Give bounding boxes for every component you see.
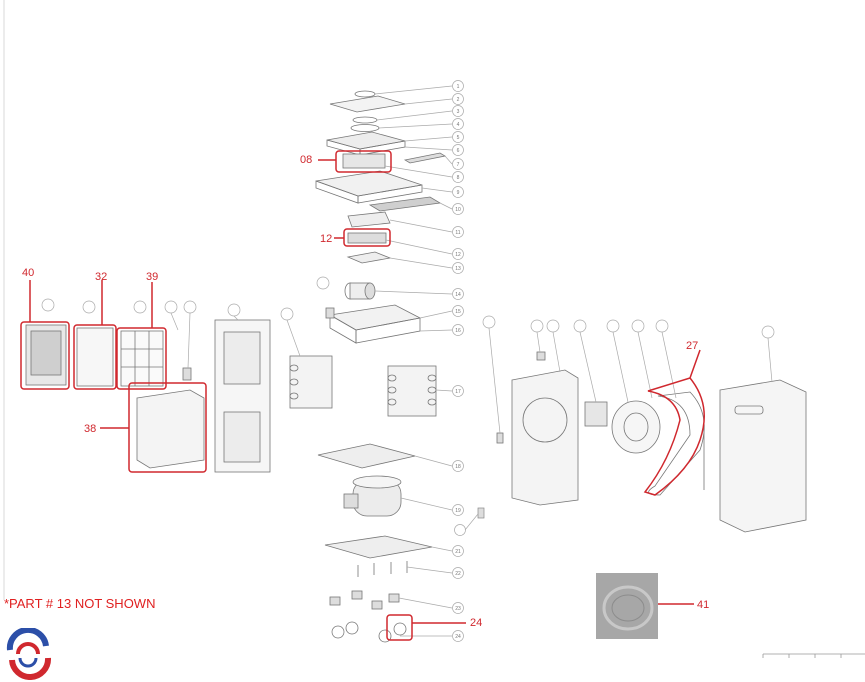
svg-text:13: 13 <box>455 266 461 272</box>
highlight-labels: 08 12 40 32 39 38 27 24 41 <box>22 154 709 629</box>
svg-text:12: 12 <box>320 233 332 245</box>
svg-text:22: 22 <box>455 571 461 577</box>
scale-marks <box>762 653 865 658</box>
right-group <box>496 351 807 533</box>
svg-text:4: 4 <box>457 122 460 128</box>
svg-text:6: 6 <box>457 148 460 154</box>
svg-text:24: 24 <box>470 617 482 629</box>
svg-text:11: 11 <box>455 230 460 236</box>
footnote-text: *PART # 13 NOT SHOWN <box>4 596 156 611</box>
svg-text:3: 3 <box>457 109 460 115</box>
svg-text:5: 5 <box>457 135 460 141</box>
svg-text:7: 7 <box>457 162 460 168</box>
left-group <box>25 319 333 473</box>
svg-text:23: 23 <box>455 606 461 612</box>
svg-text:15: 15 <box>455 309 461 315</box>
svg-text:12: 12 <box>455 252 461 258</box>
center-stack <box>315 90 447 643</box>
svg-text:9: 9 <box>457 190 460 196</box>
svg-text:27: 27 <box>686 340 698 352</box>
left-circles <box>41 298 301 369</box>
svg-text:32: 32 <box>95 271 107 283</box>
part-41-photo <box>596 573 658 639</box>
right-circles <box>482 315 775 434</box>
svg-text:10: 10 <box>455 207 461 213</box>
svg-text:38: 38 <box>84 423 96 435</box>
svg-text:08: 08 <box>300 154 312 166</box>
svg-text:2: 2 <box>457 97 460 103</box>
svg-text:40: 40 <box>22 267 34 279</box>
svg-text:39: 39 <box>146 271 158 283</box>
brand-logo <box>4 628 52 680</box>
svg-text:1: 1 <box>457 84 460 90</box>
svg-text:19: 19 <box>455 508 461 514</box>
svg-text:21: 21 <box>455 549 461 555</box>
center-callouts: 1 2 3 4 5 6 7 8 9 10 11 12 13 14 15 16 1… <box>316 80 485 642</box>
highlight-callouts <box>20 150 705 641</box>
svg-text:16: 16 <box>455 328 461 334</box>
svg-text:41: 41 <box>697 599 709 611</box>
svg-text:14: 14 <box>455 292 461 298</box>
svg-text:17: 17 <box>455 389 461 395</box>
svg-text:8: 8 <box>457 175 460 181</box>
svg-text:18: 18 <box>455 464 461 470</box>
svg-text:24: 24 <box>455 634 461 640</box>
